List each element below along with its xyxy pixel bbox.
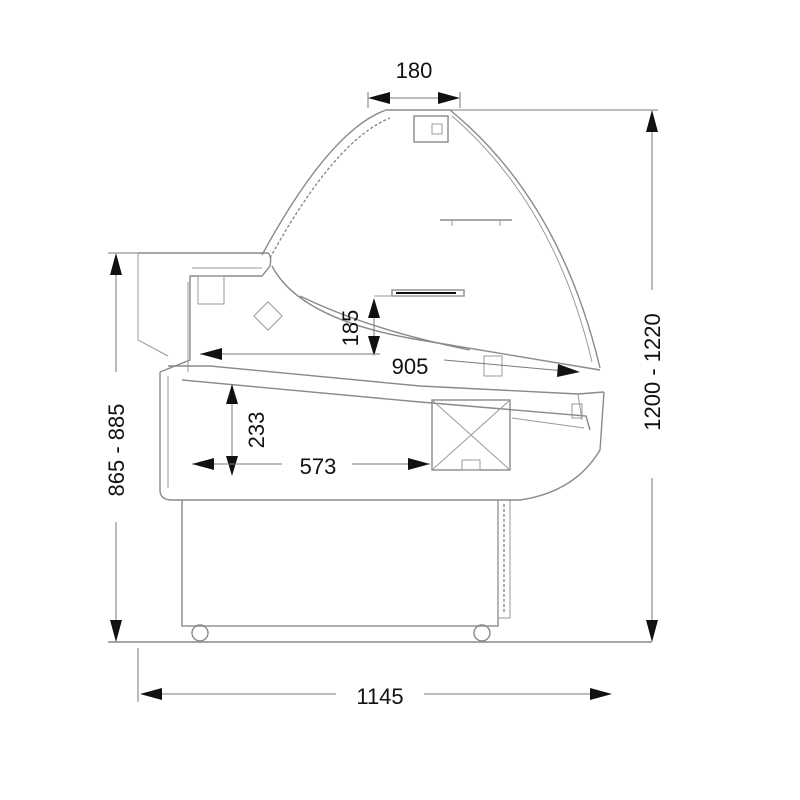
dimension-counter-height: 865 - 885 [104,252,138,642]
evaporator-unit [431,399,511,471]
dimension-shelf-gap: 185 [338,298,380,356]
shelf-middle [374,289,465,297]
base-cabinet [181,499,511,627]
control-box [253,301,283,331]
price-shelf-upper [440,219,512,226]
dimension-upper-depth: 905 [200,348,580,379]
dimension-shelf-gap-label: 185 [338,310,363,347]
dimension-total-width: 1145 [137,648,612,709]
dimension-lower-depth-label: 573 [300,454,337,479]
dimension-total-height: 1200 - 1220 [640,110,665,642]
canopy-lamp [413,115,449,143]
dimension-lower-height-label: 233 [244,412,269,449]
counter-body [137,252,605,501]
dimension-top-width-label: 180 [396,58,433,83]
wheels [191,624,491,642]
dimension-total-width-label: 1145 [356,684,403,709]
dimension-lower-depth: 573 [192,454,430,479]
dimension-lower-height: 233 [226,384,269,476]
dimension-top-width: 180 [367,58,658,111]
wheel-right [473,624,491,642]
dimension-counter-height-label: 865 - 885 [104,404,129,497]
display-tray [168,355,605,431]
dimension-total-height-label: 1200 - 1220 [640,313,665,430]
curved-glass [261,109,601,371]
dimension-upper-depth-label: 905 [392,354,429,379]
wheel-left [191,624,209,642]
